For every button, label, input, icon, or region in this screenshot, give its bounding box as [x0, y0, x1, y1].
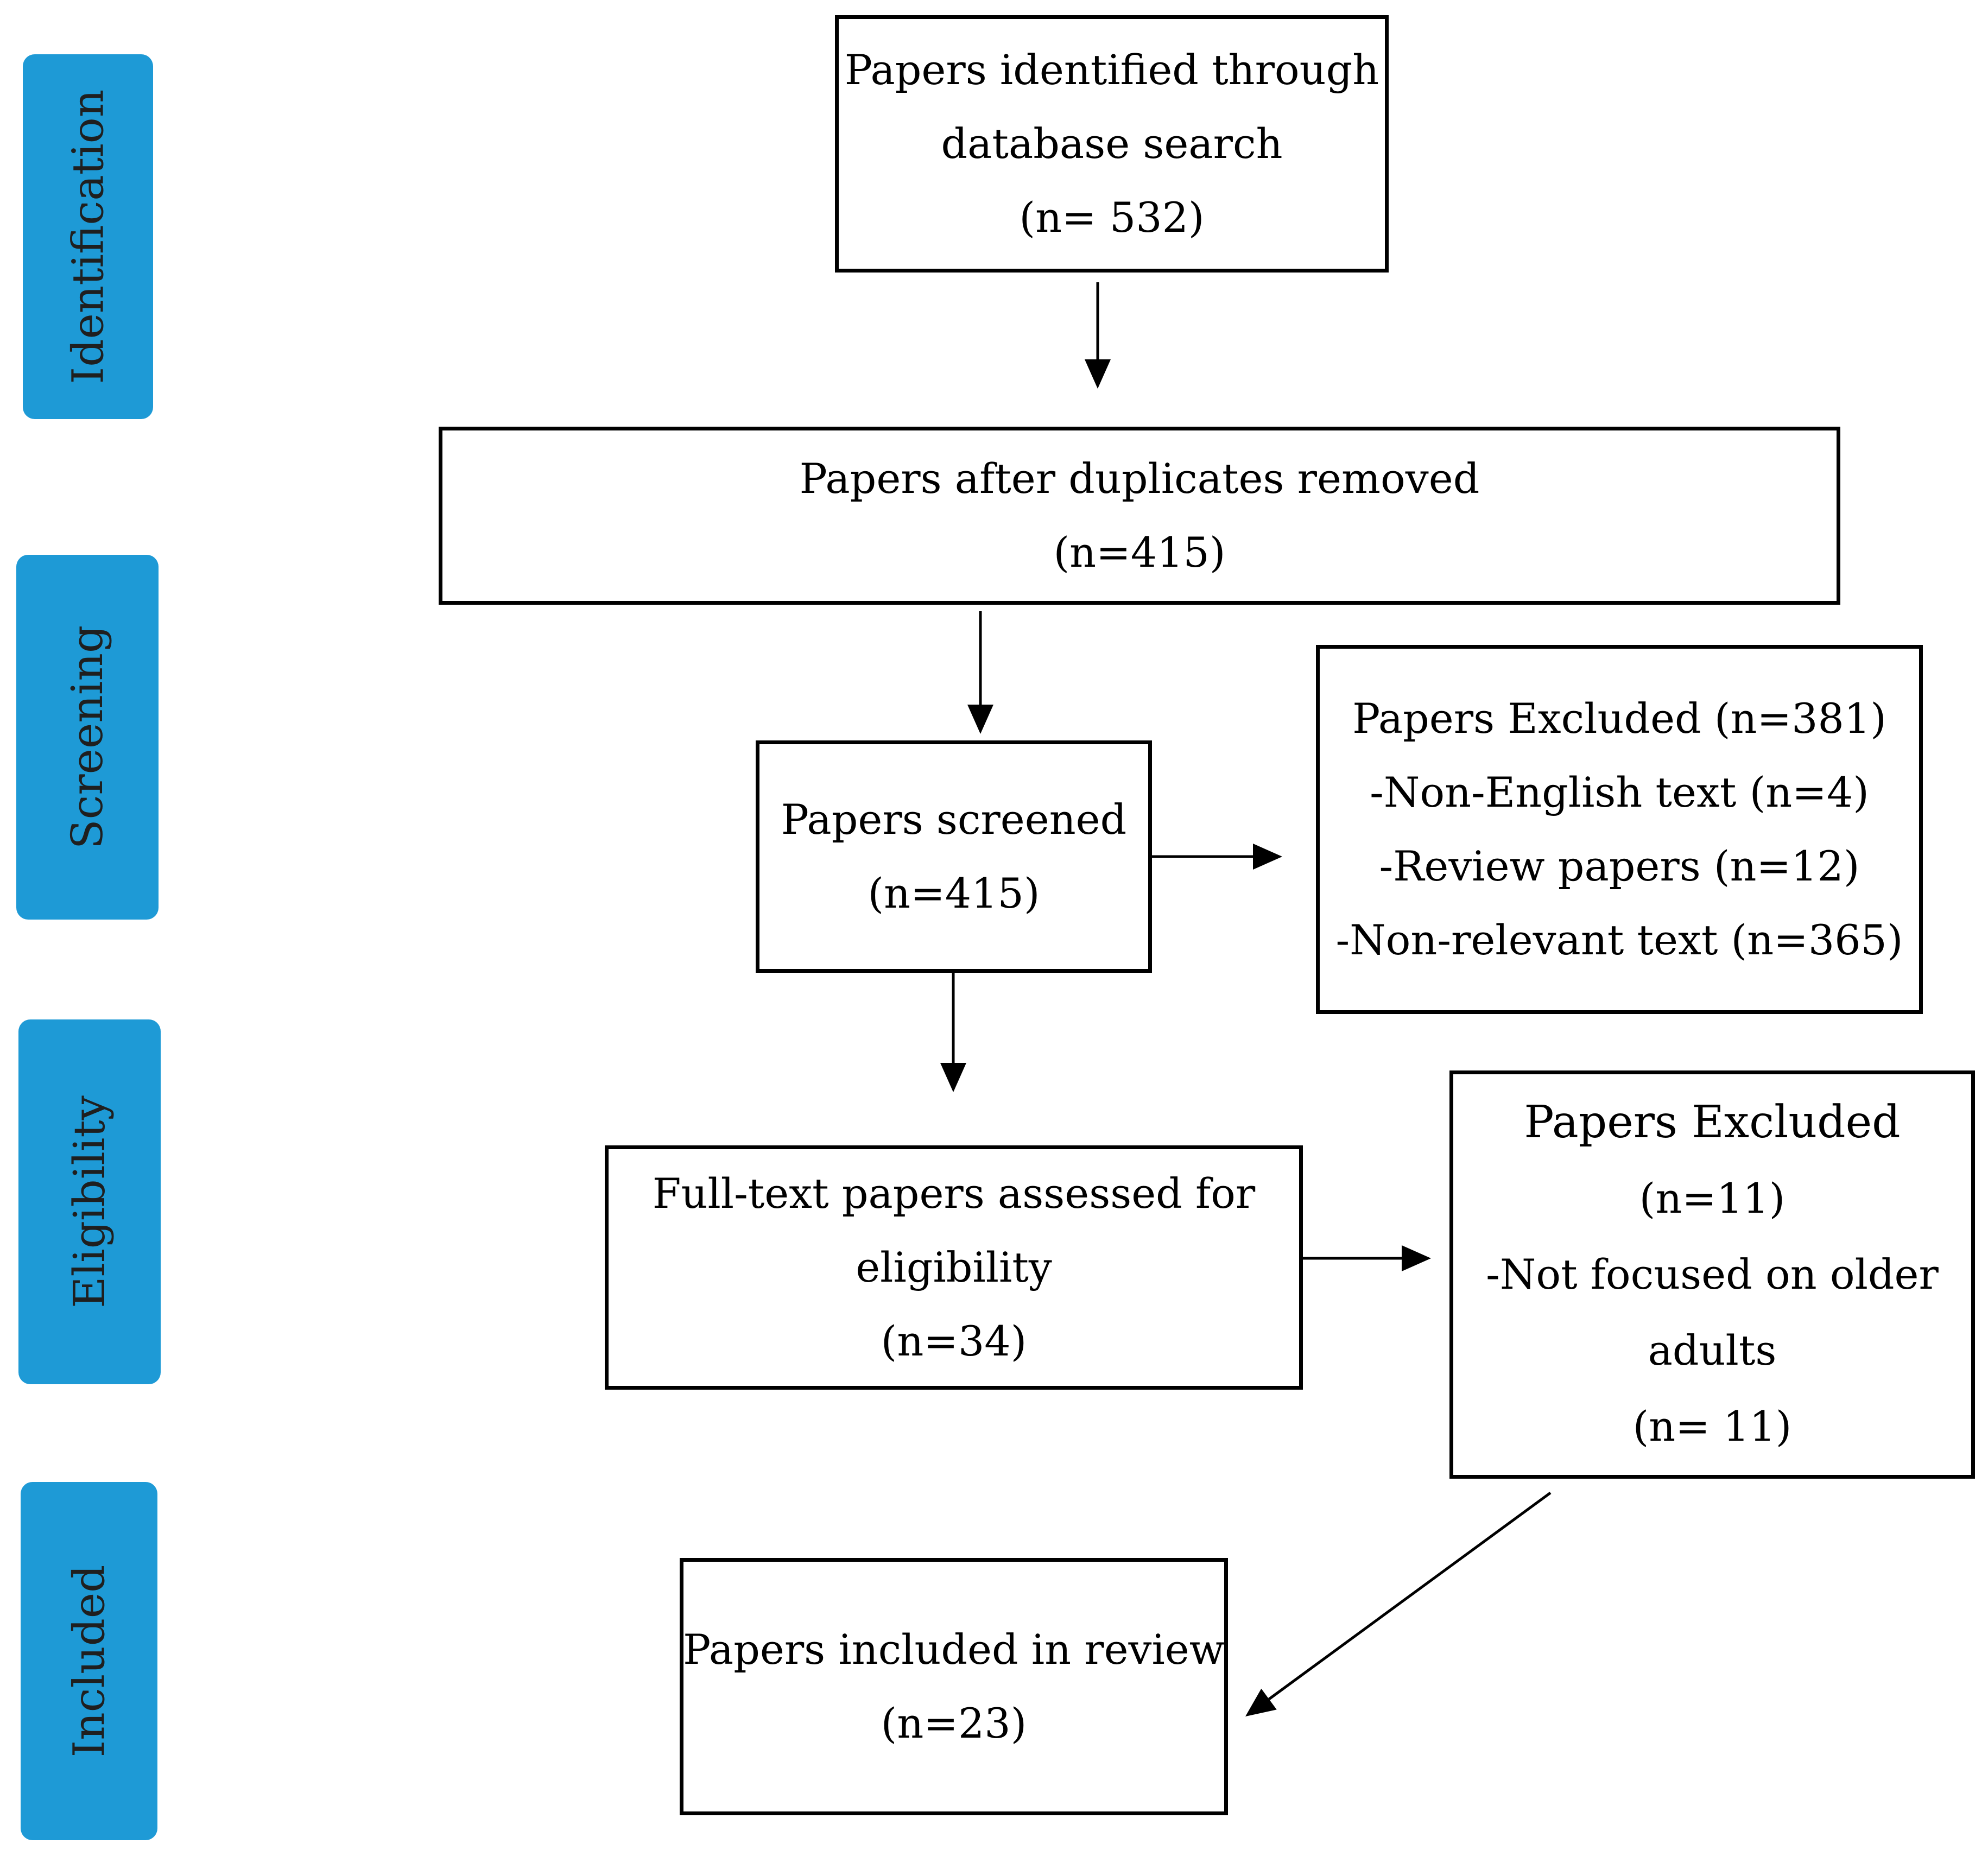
arrow-screened-to-fulltext-head [940, 1063, 966, 1092]
stage-eligibility: Eligibility [18, 1019, 161, 1384]
box-identified: Papers identified through database searc… [835, 15, 1389, 273]
arrow-excluded-to-included-shaft [1268, 1491, 1552, 1701]
box-excluded-eligibility: Papers Excluded (n=11) -Not focused on o… [1449, 1070, 1975, 1479]
box-fulltext-line-1: Full-text papers assessed for [652, 1169, 1256, 1218]
box-deduplicated: Papers after duplicates removed (n=415) [439, 427, 1840, 605]
stage-screening: Screening [16, 555, 159, 920]
box-excluded-eligibility-line-2: (n=11) [1639, 1174, 1786, 1222]
arrow-deduplicated-to-screened-head [967, 705, 993, 734]
box-fulltext-line-2: eligibility [856, 1243, 1052, 1291]
box-fulltext-line-3: (n=34) [881, 1317, 1027, 1365]
box-excluded-screening-line-4: -Non-relevant text (n=365) [1335, 916, 1903, 964]
box-screened-line-2: (n=415) [868, 869, 1040, 917]
arrow-screened-to-excluded-head [1253, 844, 1282, 870]
arrow-fulltext-to-excluded-head [1402, 1245, 1431, 1271]
box-identified-line-3: (n= 532) [1019, 193, 1205, 242]
arrow-excluded-to-included-head [1245, 1688, 1277, 1716]
box-excluded-screening: Papers Excluded (n=381) -Non-English tex… [1316, 645, 1923, 1014]
box-excluded-eligibility-line-1: Papers Excluded [1524, 1097, 1901, 1148]
box-included-line-1: Papers included in review [683, 1625, 1225, 1674]
box-excluded-screening-line-2: -Non-English text (n=4) [1370, 768, 1869, 816]
box-included-line-2: (n=23) [881, 1699, 1027, 1747]
stage-identification: Identification [23, 54, 153, 419]
box-identified-line-2: database search [941, 119, 1283, 168]
arrow-identified-to-deduplicated-head [1085, 359, 1111, 389]
box-screened: Papers screened (n=415) [756, 740, 1152, 973]
box-excluded-screening-line-1: Papers Excluded (n=381) [1352, 694, 1886, 743]
box-excluded-eligibility-line-5: (n= 11) [1632, 1402, 1792, 1450]
box-deduplicated-line-2: (n=415) [1053, 528, 1226, 576]
box-excluded-eligibility-line-4: adults [1648, 1326, 1777, 1374]
box-excluded-eligibility-line-3: -Not focused on older [1486, 1250, 1939, 1298]
box-fulltext: Full-text papers assessed for eligibilit… [605, 1145, 1303, 1390]
box-deduplicated-line-1: Papers after duplicates removed [799, 454, 1480, 503]
box-identified-line-1: Papers identified through [844, 46, 1379, 94]
stage-included: Included [21, 1482, 157, 1840]
box-screened-line-1: Papers screened [781, 795, 1127, 844]
box-included: Papers included in review (n=23) [680, 1558, 1228, 1815]
box-excluded-screening-line-3: -Review papers (n=12) [1379, 842, 1860, 890]
